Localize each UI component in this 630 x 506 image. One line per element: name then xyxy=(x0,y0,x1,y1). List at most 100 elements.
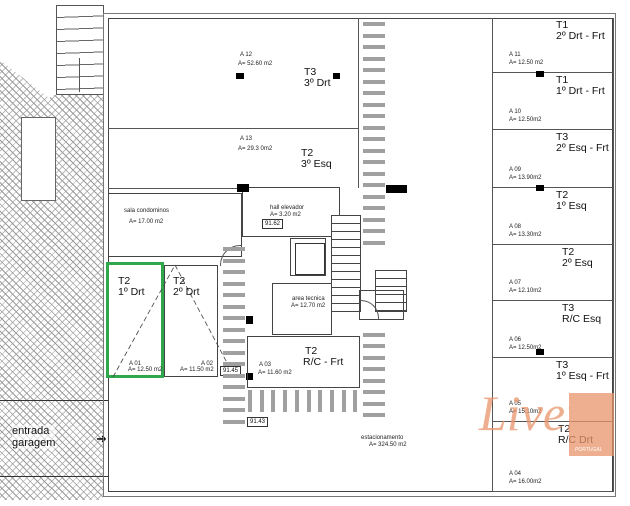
parking-stripe xyxy=(223,419,245,424)
parking-stripe xyxy=(223,408,245,412)
parking-stripe xyxy=(223,327,245,332)
unit-a13-label: T2 3º Esq xyxy=(301,148,332,170)
unit-a13-floor: 3º Esq xyxy=(301,158,332,170)
unit-a12-floor: 3º Drt xyxy=(304,77,331,89)
parking-stripe xyxy=(363,148,385,153)
parking-stripe xyxy=(223,270,245,274)
level-tag-91-62: 91.62 xyxy=(262,219,284,229)
unit-typology: T1 xyxy=(556,74,569,86)
parking-stripe xyxy=(363,68,385,72)
unit-a12-id: A 12 xyxy=(240,52,253,58)
parking-stripe xyxy=(223,385,245,389)
unit-a07-room: T2 2º Esq A 07 A= 12.10m2 xyxy=(492,245,613,301)
unit-floor: 2º Drt - Frt xyxy=(556,30,605,42)
parking-stripe xyxy=(363,355,385,360)
pillar xyxy=(237,184,249,192)
unit-a02-area: A= 11.50 m2 xyxy=(180,367,214,373)
unit-a01-floor: 1º Drt xyxy=(118,286,145,298)
wall-vertical-top xyxy=(358,18,359,188)
entrance-label-line1: entrada xyxy=(12,425,50,437)
unit-a03-floor: R/C - Frt xyxy=(303,356,344,368)
unit-typology: T3 xyxy=(562,302,575,314)
unit-area: A= 16.00m2 xyxy=(509,479,542,485)
unit-typology: T2 xyxy=(556,189,569,201)
parking-stripe xyxy=(223,373,245,378)
parking-stripe xyxy=(363,33,385,38)
unit-label: T3 1º Esq - Frt xyxy=(556,360,609,382)
estacionamento-area: A= 324.50 m2 xyxy=(369,442,407,448)
parking-stripe xyxy=(363,79,385,84)
unit-id: A 07 xyxy=(509,280,522,286)
parking-stripe xyxy=(363,240,385,245)
parking-stripe xyxy=(363,91,385,95)
parking-stripe xyxy=(248,390,252,412)
parking-stripe xyxy=(363,137,385,141)
parking-stripe xyxy=(363,344,385,348)
parking-stripe xyxy=(363,125,385,130)
room-sala-condominos xyxy=(108,193,242,257)
unit-id: A 10 xyxy=(509,109,522,115)
room-area-tecnica xyxy=(272,283,332,335)
unit-a02-id: A 02 xyxy=(201,361,214,367)
unit-a13-id: A 13 xyxy=(240,136,253,142)
logo-box xyxy=(569,393,614,456)
wall-a13-bottom xyxy=(108,188,240,189)
entrance-label-line2: garagem xyxy=(12,437,56,449)
parking-stripe xyxy=(363,413,385,417)
unit-a01-label: T2 1º Drt xyxy=(118,276,145,298)
unit-typology: T3 xyxy=(556,359,569,371)
parking-stripe xyxy=(363,160,385,164)
unit-label: T2 1º Esq xyxy=(556,190,587,212)
parking-stripe xyxy=(223,247,245,251)
logo-text: Livein xyxy=(479,385,604,441)
unit-a03-room xyxy=(247,336,360,388)
level-tag-91-43: 91.43 xyxy=(247,417,269,427)
unit-area: A= 15.10m2 xyxy=(509,409,542,415)
unit-a02-typology: T2 xyxy=(173,275,186,287)
elevator-car xyxy=(295,243,325,275)
unit-a03-label: T2 R/C - Frt xyxy=(303,346,343,368)
unit-a10-room: T1 1º Drt - Frt A 10 A= 12.50m2 xyxy=(492,73,613,130)
unit-area: A= 12.50m2 xyxy=(509,345,542,351)
parking-stripe xyxy=(223,293,245,297)
parking-stripe xyxy=(363,171,385,176)
unit-a13-area: A= 29.3 0m2 xyxy=(238,146,273,152)
parking-stripe xyxy=(341,390,346,412)
parking-stripe xyxy=(363,378,385,383)
pillar xyxy=(246,316,253,324)
sala-condominos-area: A= 17.00 m2 xyxy=(129,219,164,225)
unit-label: T1 2º Drt - Frt xyxy=(556,20,605,42)
entrance-arrow-icon: ➜ xyxy=(96,431,107,446)
ramp-arrow xyxy=(79,58,80,92)
unit-a12-area: A= 52.60 m2 xyxy=(238,61,273,67)
unit-id: A 08 xyxy=(509,224,522,230)
building-outline xyxy=(103,13,616,497)
unit-a03-area: A= 11.60 m2 xyxy=(258,370,292,376)
parking-stripe xyxy=(223,362,245,366)
parking-stripe xyxy=(223,281,245,286)
unit-a01-highlight[interactable] xyxy=(106,262,164,378)
parking-stripe xyxy=(363,367,385,371)
unit-a02-room xyxy=(164,265,218,377)
unit-typology: T3 xyxy=(556,131,569,143)
hall-elevador-name: hall elevador xyxy=(270,205,305,211)
stair-landing xyxy=(359,290,404,320)
parking-stripe xyxy=(318,390,323,412)
parking-stripe xyxy=(363,332,385,337)
unit-floor: R/C Esq xyxy=(562,313,602,325)
wall-right-column-outer xyxy=(613,18,614,492)
garage-entrance-box xyxy=(0,400,108,477)
area-tecnica-area: A= 12.70 m2 xyxy=(291,303,326,309)
wall-right-column xyxy=(492,18,493,492)
pillar xyxy=(386,185,407,193)
unit-id: A 09 xyxy=(509,167,522,173)
area-tecnica-name: area tecnica xyxy=(292,296,325,302)
site-void xyxy=(21,117,56,201)
unit-floor: 2º Esq xyxy=(562,257,593,269)
parking-stripe xyxy=(363,114,385,118)
sala-condominos-name: sala condominos xyxy=(124,208,170,214)
unit-area: A= 13.90m2 xyxy=(509,175,542,181)
unit-label: T1 1º Drt - Frt xyxy=(556,75,605,97)
hall-elevador-area: A= 3.20 m2 xyxy=(270,212,301,218)
wall-a12-a13 xyxy=(108,128,358,129)
